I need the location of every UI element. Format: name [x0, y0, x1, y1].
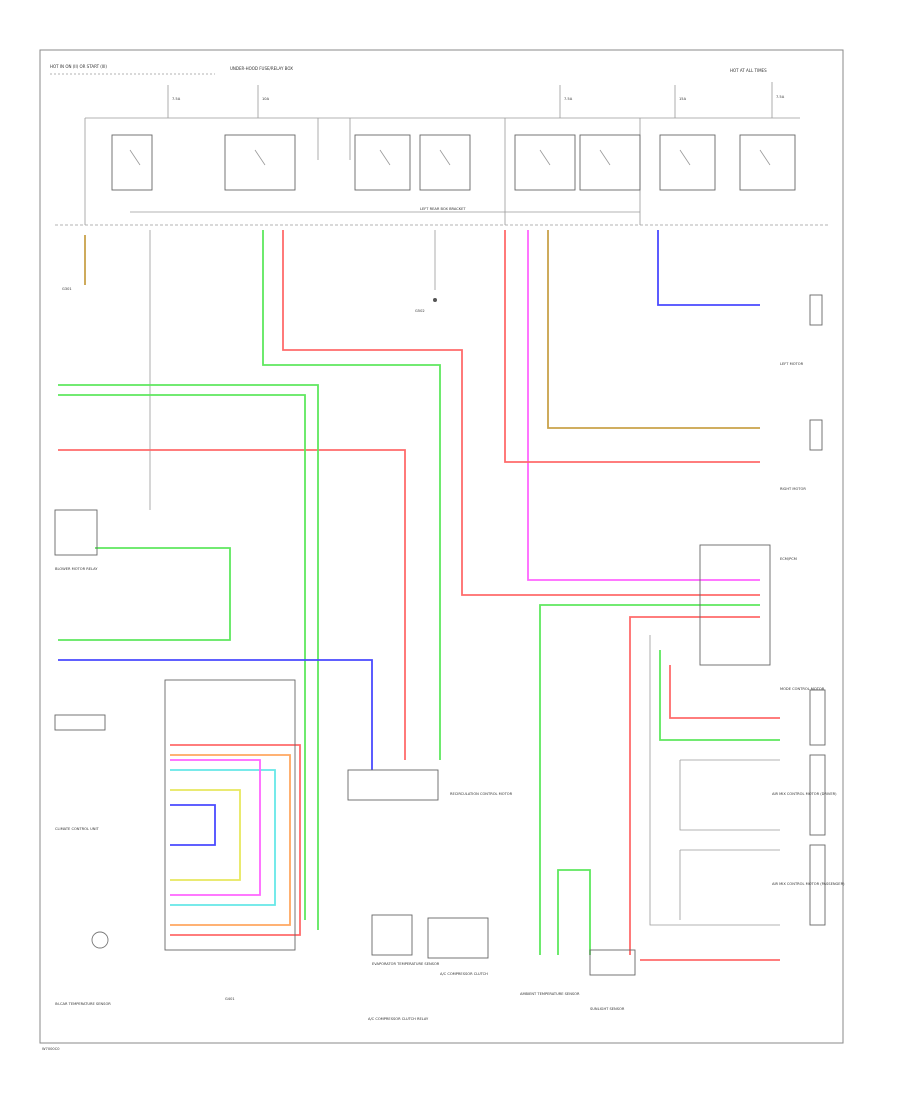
colored-wires — [58, 230, 780, 961]
components: BLOWER MOTOR RELAY CLIMATE CONTROL UNIT … — [54, 294, 845, 1021]
label-air-mix-driver: AIR MIX CONTROL MOTOR (DRIVER) — [772, 792, 837, 796]
label-sunlight: SUNLIGHT SENSOR — [590, 1007, 625, 1011]
fuse-1-label: 7.5A — [172, 97, 181, 101]
top-fuse-area: HOT IN ON (II) OR START (III) UNDER-HOOD… — [50, 64, 830, 226]
label-left-motor: LEFT MOTOR — [780, 362, 804, 366]
fuse-2-label: 10A — [262, 97, 270, 101]
fuse-5-label: 7.5A — [776, 95, 785, 99]
label-top-left: HOT IN ON (II) OR START (III) — [50, 64, 107, 69]
label-ground-note: G401 — [225, 997, 235, 1001]
label-compressor: A/C COMPRESSOR CLUTCH — [440, 972, 488, 976]
footer-code: W7000C0 — [42, 1047, 60, 1051]
label-mid-ground: G502 — [415, 309, 425, 313]
label-ambient: AMBIENT TEMPERATURE SENSOR — [520, 992, 580, 996]
label-thermistor: EVAPORATOR TEMPERATURE SENSOR — [372, 962, 440, 966]
fuse-4-label: 15A — [679, 97, 687, 101]
label-mode-motor: MODE CONTROL MOTOR — [780, 687, 825, 691]
label-blower-relay: BLOWER MOTOR RELAY — [55, 567, 98, 571]
fuse-3-label: 7.5A — [564, 97, 573, 101]
diagram-border — [39, 49, 844, 1044]
label-top-right: HOT AT ALL TIMES — [730, 68, 767, 73]
label-climate-unit: CLIMATE CONTROL UNIT — [55, 827, 100, 831]
label-air-mix-passenger: AIR MIX CONTROL MOTOR (PASSENGER) — [772, 882, 845, 886]
label-left-ground: G301 — [62, 287, 72, 291]
label-in-car-sensor: IN-CAR TEMPERATURE SENSOR — [55, 1002, 111, 1006]
label-ecm: ECM/PCM — [780, 557, 797, 561]
relay-row — [111, 134, 796, 191]
label-ac-relay: A/C COMPRESSOR CLUTCH RELAY — [368, 1017, 429, 1021]
top-drops: G502 G301 — [62, 230, 437, 510]
label-recirc-motor: RECIRCULATION CONTROL MOTOR — [450, 792, 513, 796]
label-under-hood: LEFT REAR BOX BRACKET — [420, 207, 466, 211]
label-right-motor: RIGHT MOTOR — [780, 487, 806, 491]
label-top-center: UNDER-HOOD FUSE/RELAY BOX — [230, 66, 293, 71]
